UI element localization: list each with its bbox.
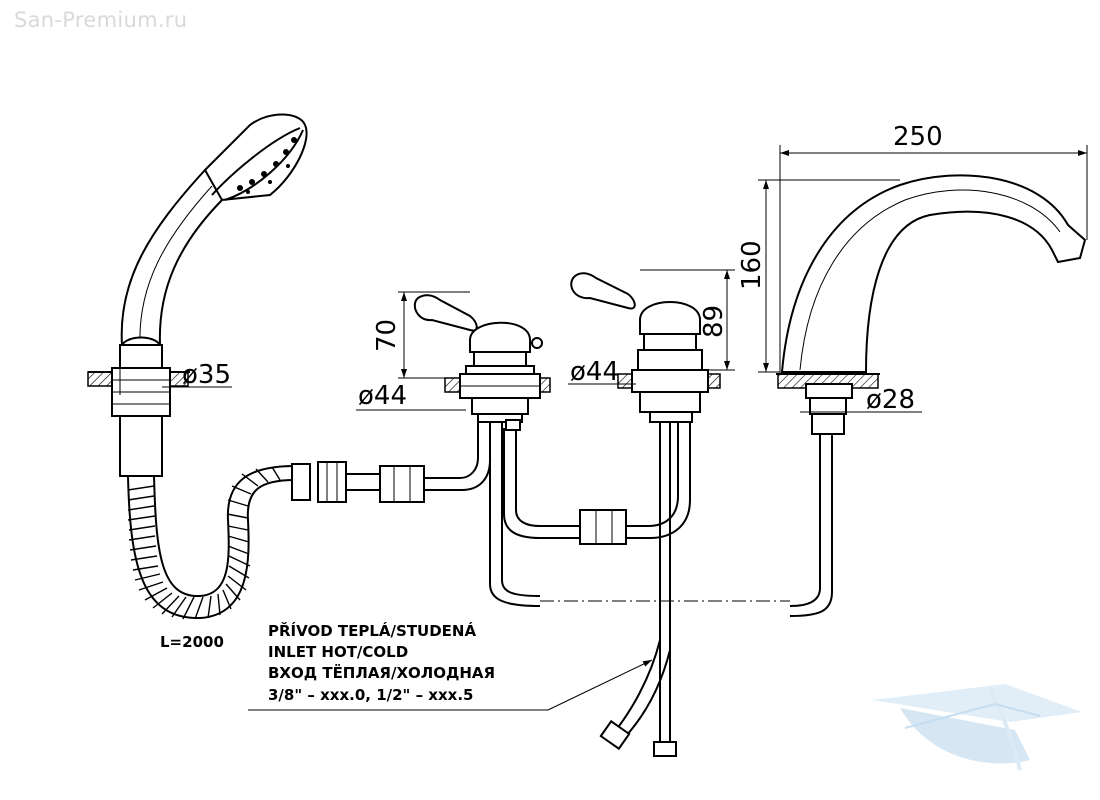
dim-right-diameter: ø44 xyxy=(568,357,636,387)
dim-spout-diameter: ø28 xyxy=(800,385,922,415)
hose-coils xyxy=(127,466,281,620)
label-left-height: 70 xyxy=(372,319,402,352)
brand-logo xyxy=(872,684,1082,771)
label-spout-width: 250 xyxy=(893,122,943,152)
spout xyxy=(776,174,1087,617)
label-right-height: 89 xyxy=(699,305,729,338)
label-shower-diameter: ø35 xyxy=(182,360,231,390)
dim-spout-width: 250 xyxy=(779,122,1088,375)
left-valve xyxy=(413,294,580,607)
dim-left-height: 70 xyxy=(372,291,470,379)
dim-spout-height: 160 xyxy=(737,179,900,373)
shower-nozzles xyxy=(237,137,297,194)
label-spout-diameter: ø28 xyxy=(866,385,915,415)
watermark-text: San-Premium.ru xyxy=(14,8,188,32)
inlet-note: PŘÍVOD TEPLÁ/STUDENÁ INLET HOT/COLD ВХОД… xyxy=(248,621,653,711)
note-line-1: PŘÍVOD TEPLÁ/STUDENÁ xyxy=(268,621,476,640)
label-right-diameter: ø44 xyxy=(570,357,619,387)
note-line-3: ВХОД ТЁПЛАЯ/ХОЛОДНАЯ xyxy=(268,663,495,682)
dim-left-diameter: ø44 xyxy=(356,381,466,411)
hand-shower xyxy=(87,113,491,620)
dim-right-height: 89 xyxy=(640,269,735,371)
label-spout-height: 160 xyxy=(737,240,767,290)
cross-fitting xyxy=(579,509,627,545)
note-line-2: INLET HOT/COLD xyxy=(268,643,408,661)
dim-shower-diameter: ø35 xyxy=(119,360,232,395)
note-line-4: 3/8" – xxx.0, 1/2" – xxx.5 xyxy=(268,686,473,704)
label-hose-length: L=2000 xyxy=(160,633,224,651)
label-left-diameter: ø44 xyxy=(358,381,407,411)
right-valve xyxy=(570,272,721,757)
